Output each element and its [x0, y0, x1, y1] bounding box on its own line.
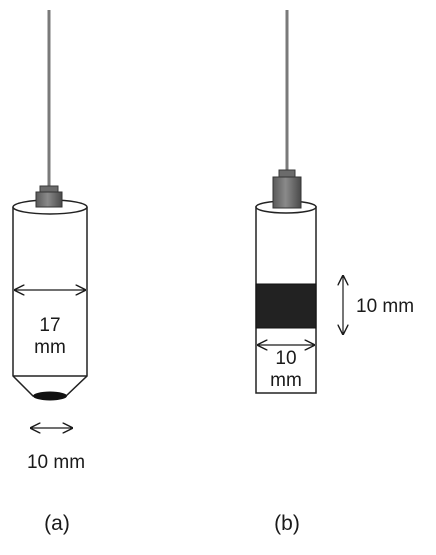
probe-b-height-label: 10 mm	[356, 296, 414, 317]
probe-b: 10 mm 10 mm (b)	[255, 10, 414, 535]
panel-label-b: (b)	[274, 512, 300, 535]
probe-a-body	[12, 199, 88, 397]
probe-b-electrode-band	[255, 283, 317, 329]
probe-b-diameter-value: 10	[275, 348, 296, 369]
probe-b-connector	[272, 169, 302, 209]
probe-b-diameter-unit: mm	[270, 370, 302, 391]
probe-a-diameter-unit: mm	[34, 337, 66, 358]
probe-a-electrode-tip	[33, 391, 67, 401]
probe-a-tip-label: 10 mm	[27, 452, 85, 473]
probe-a-diameter-value: 17	[39, 315, 60, 336]
panel-label-a: (a)	[44, 512, 70, 535]
probe-a: 17 mm 10 mm (a)	[12, 10, 88, 535]
